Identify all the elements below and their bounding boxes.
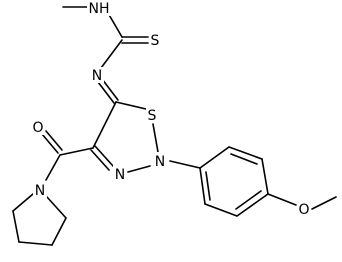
bond-n3-c4-2 (90, 149, 110, 171)
atom-o-carbonyl: O (32, 120, 43, 136)
bond-ph-3 (261, 158, 269, 195)
atom-n-imine: N (92, 68, 102, 84)
atom-nh: NH (89, 1, 110, 17)
bond-n2-n3 (127, 165, 151, 173)
atom-n-ring-2: N (155, 154, 165, 170)
bond-c-o-2 (45, 130, 63, 151)
bond-ph-inner-3 (205, 171, 211, 201)
bond-c5-s (115, 101, 147, 110)
bond-c4-carbonyl (59, 147, 94, 156)
bond-pyr-5 (12, 193, 34, 212)
bonds (12, 6, 337, 246)
bond-c-n-imine (100, 39, 123, 69)
bond-pyr-1 (46, 196, 67, 219)
bond-s-n2 (152, 123, 159, 153)
bond-pyr-3 (18, 241, 53, 246)
atom-s-ring: S (148, 108, 157, 124)
atom-n-pyrrolidine: N (35, 183, 45, 199)
bond-n2-phenyl (169, 160, 201, 169)
bond-ph-1 (199, 146, 230, 169)
atom-s-thione: S (151, 33, 160, 49)
atom-n-ring-3: N (115, 167, 125, 183)
bond-n-c5-2 (101, 78, 119, 101)
bond-ph-o (267, 193, 297, 206)
bond-ph-5 (204, 203, 238, 217)
atom-o-methoxy: O (298, 202, 309, 218)
bond-c-o-1 (41, 133, 59, 154)
bond-ph-inner-1 (230, 153, 258, 165)
bond-ph-4 (236, 193, 269, 217)
bond-ph-6 (199, 167, 206, 205)
bond-ph-2 (228, 146, 263, 160)
bond-o-methyl (311, 196, 337, 210)
bond-pyr-4 (12, 210, 20, 243)
bond-pyr-2 (51, 217, 67, 246)
bond-c4-c5 (92, 101, 117, 149)
atom-labels: NH S N S N N O N O (31, 0, 311, 218)
bond-nh-c (107, 12, 123, 38)
bond-ph-inner-2 (235, 190, 262, 210)
bond-n3-c4-1 (94, 145, 114, 167)
bond-c-n-pyrrolidine (45, 154, 61, 181)
bond-n-c5-1 (97, 81, 115, 104)
